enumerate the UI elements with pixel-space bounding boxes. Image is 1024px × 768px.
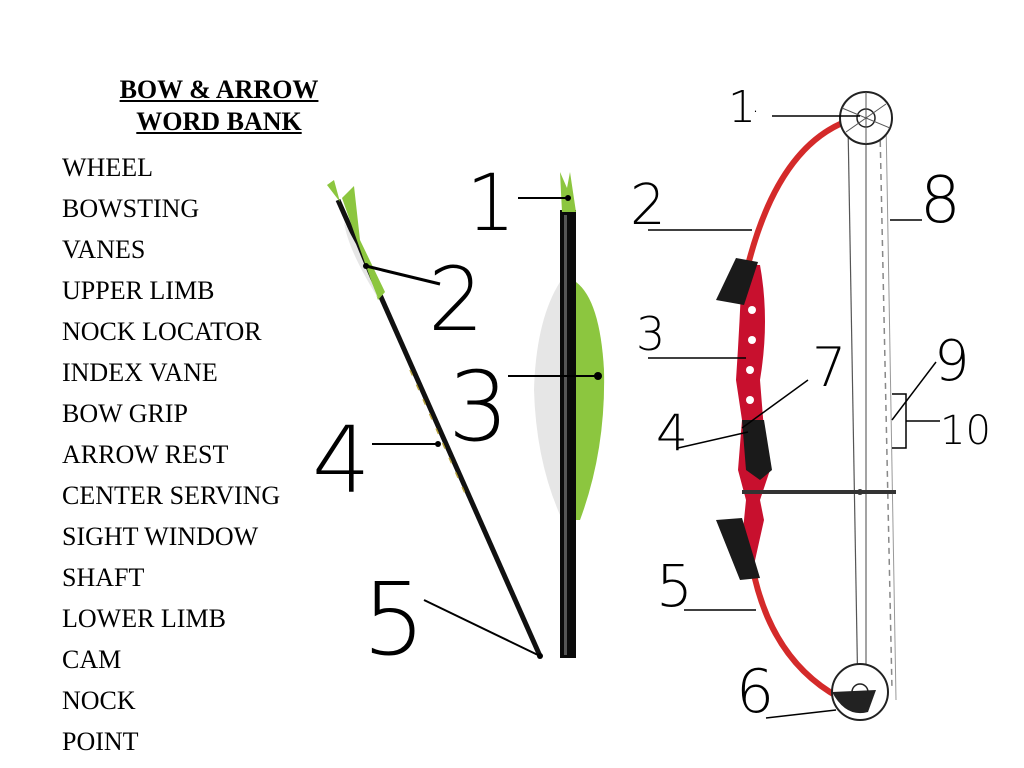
arrow-label-5: 5 xyxy=(362,561,426,678)
bow-upper-limb-pocket xyxy=(716,258,758,305)
bow-cable xyxy=(847,123,859,701)
riser-cutout xyxy=(748,336,756,344)
word-bank-term: NOCK xyxy=(62,686,136,715)
bow-leader-6 xyxy=(765,709,837,719)
bow-cable xyxy=(885,119,897,701)
word-bank-title-line1: BOW & ARROW xyxy=(119,75,319,104)
word-bank-title-line2: WORD BANK xyxy=(136,107,302,136)
arrow-label-1: 1 xyxy=(466,159,516,249)
bow-lower-limb-pocket xyxy=(716,518,760,580)
bow-grip xyxy=(742,420,772,480)
arrow-diagram: 1 2 3 4 5 xyxy=(312,159,605,678)
bow-label-4: 4 xyxy=(656,404,688,462)
riser-cutout xyxy=(746,396,754,404)
bow-nock-locator xyxy=(857,489,863,495)
bowstring xyxy=(879,129,893,691)
bow-label-2: 2 xyxy=(630,173,666,238)
bow-leader-9 xyxy=(891,361,937,421)
word-bank-term: POINT xyxy=(62,727,139,756)
arrow-leader-dot xyxy=(594,372,602,380)
bow-label-7: 7 xyxy=(812,336,846,399)
arrow-label-2: 2 xyxy=(428,248,484,351)
vertical-arrow-index-vane xyxy=(576,282,605,520)
arrow-leader-dot xyxy=(363,263,369,269)
arrow-label-4: 4 xyxy=(312,407,371,514)
bow-lower-cam-hub xyxy=(851,683,869,701)
diagonal-arrow-vane-white xyxy=(344,222,378,298)
arrow-leader-dot xyxy=(565,195,571,201)
arrow-leader-5 xyxy=(423,599,541,657)
bow-lower-limb xyxy=(749,564,842,701)
bow-lower-cam-module xyxy=(832,690,876,714)
word-bank-term: BOW GRIP xyxy=(62,399,188,428)
word-bank-term: SIGHT WINDOW xyxy=(62,522,259,551)
word-bank-term: BOWSTING xyxy=(62,194,200,223)
word-bank-term: CENTER SERVING xyxy=(62,481,281,510)
bow-leader-7 xyxy=(741,379,809,429)
arrow-label-3: 3 xyxy=(448,351,509,463)
bow-label-3: 3 xyxy=(636,307,665,361)
bow-diagram: 1 . 2 3 4 5 6 7 8 9 10 xyxy=(630,82,991,727)
bow-leader-4 xyxy=(677,431,749,449)
word-bank-title: BOW & ARROW WORD BANK xyxy=(108,74,330,138)
diagonal-arrow xyxy=(327,180,543,658)
word-bank-list: WHEEL BOWSTING VANES UPPER LIMB NOCK LOC… xyxy=(62,152,280,767)
bow-label-1-dot: . xyxy=(752,93,759,118)
bow-label-9: 9 xyxy=(934,329,970,394)
bow-upper-limb xyxy=(745,115,857,266)
bow-label-1: 1 xyxy=(728,82,756,133)
word-bank-term: WHEEL xyxy=(62,153,153,182)
vertical-arrow-white-vane xyxy=(534,282,560,515)
bow-bracket-10 xyxy=(892,393,907,449)
bow-label-10: 10 xyxy=(940,408,991,454)
arrow-leader-dot xyxy=(435,441,441,447)
vertical-arrow-shaft-highlight xyxy=(564,215,567,655)
arrow-leader-dot xyxy=(537,653,543,659)
word-bank-term: NOCK LOCATOR xyxy=(62,317,262,346)
bow-label-5: 5 xyxy=(656,552,693,620)
riser-cutout xyxy=(746,366,754,374)
diagonal-arrow-vane-green xyxy=(342,186,385,300)
word-bank: BOW & ARROW WORD BANK WHEEL BOWSTING VAN… xyxy=(0,0,330,768)
vertical-arrow xyxy=(534,172,605,658)
word-bank-term: INDEX VANE xyxy=(62,358,218,387)
diagonal-arrow-nock xyxy=(327,180,340,202)
bow-label-8: 8 xyxy=(920,164,961,238)
vertical-arrow-nock xyxy=(560,172,576,212)
word-bank-term: CAM xyxy=(62,645,122,674)
word-bank-term: SHAFT xyxy=(62,563,145,592)
arrow-leader-2 xyxy=(365,264,441,286)
bow-label-6: 6 xyxy=(736,657,774,727)
word-bank-term: LOWER LIMB xyxy=(62,604,226,633)
riser-cutout xyxy=(748,306,756,314)
word-bank-term: ARROW REST xyxy=(62,440,229,469)
bow-upper-wheel-spokes xyxy=(841,92,891,144)
vertical-arrow-shaft xyxy=(560,210,576,658)
word-bank-term: UPPER LIMB xyxy=(62,276,215,305)
word-bank-term: VANES xyxy=(62,235,146,264)
